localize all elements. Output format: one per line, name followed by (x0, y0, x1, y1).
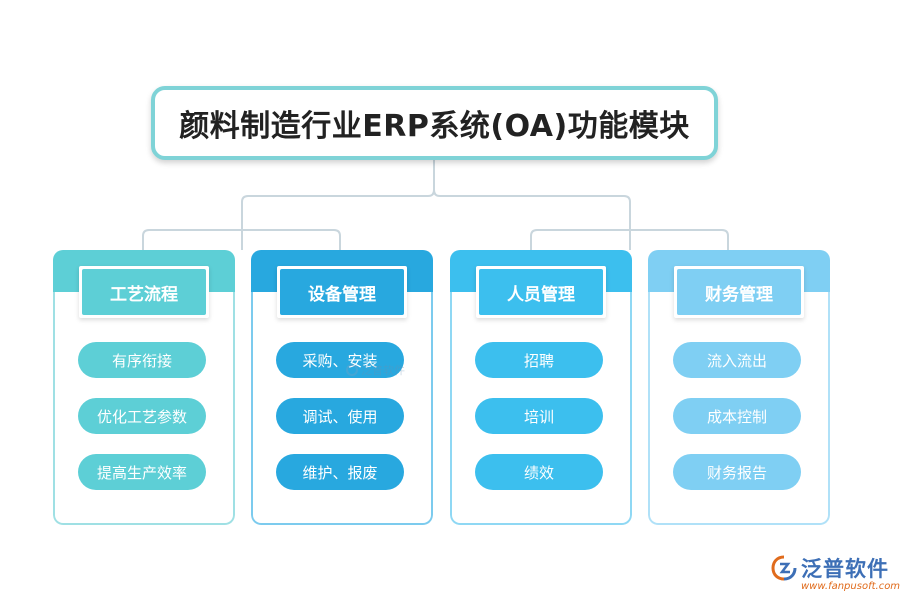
module-card-process: 工艺流程 有序衔接 优化工艺参数 提高生产效率 (53, 250, 235, 525)
watermark-icon (346, 364, 358, 376)
module-title: 财务管理 (677, 269, 801, 315)
module-title: 工艺流程 (82, 269, 206, 315)
connector-left-branch (142, 229, 341, 250)
card-body (53, 292, 235, 525)
card-body (251, 292, 433, 525)
module-item: 财务报告 (673, 454, 801, 490)
watermark-text: 泛普软件 (361, 364, 405, 377)
module-header: 财务管理 (674, 266, 804, 318)
card-body (648, 292, 830, 525)
module-title: 设备管理 (280, 269, 404, 315)
brand-name: 泛普软件 (801, 557, 889, 581)
module-item: 调试、使用 (276, 398, 404, 434)
brand-logo: 泛普软件 www.fanpusoft.com (765, 551, 900, 596)
connector-trunk-right (433, 189, 631, 250)
module-item: 优化工艺参数 (78, 398, 206, 434)
module-item: 招聘 (475, 342, 603, 378)
title-box: 颜料制造行业ERP系统(OA)功能模块 (151, 86, 718, 160)
module-card-personnel: 人员管理 招聘 培训 绩效 (450, 250, 632, 525)
module-card-finance: 财务管理 流入流出 成本控制 财务报告 (648, 250, 830, 525)
module-item: 成本控制 (673, 398, 801, 434)
module-header: 设备管理 (277, 266, 407, 318)
module-item: 维护、报废 (276, 454, 404, 490)
module-item: 绩效 (475, 454, 603, 490)
module-item: 采购、安装 (276, 342, 404, 378)
connector-right-branch (530, 229, 729, 250)
module-header: 工艺流程 (79, 266, 209, 318)
watermark: 泛普软件 (346, 362, 405, 378)
module-item: 流入流出 (673, 342, 801, 378)
diagram-title: 颜料制造行业ERP系统(OA)功能模块 (179, 109, 690, 144)
brand-logo-icon (771, 555, 797, 581)
module-item: 有序衔接 (78, 342, 206, 378)
module-card-equipment: 设备管理 采购、安装 调试、使用 维护、报废 (251, 250, 433, 525)
connector-trunk (241, 160, 435, 250)
brand-url: www.fanpusoft.com (801, 581, 900, 592)
module-item: 培训 (475, 398, 603, 434)
card-body (450, 292, 632, 525)
module-title: 人员管理 (479, 269, 603, 315)
module-header: 人员管理 (476, 266, 606, 318)
module-item: 提高生产效率 (78, 454, 206, 490)
